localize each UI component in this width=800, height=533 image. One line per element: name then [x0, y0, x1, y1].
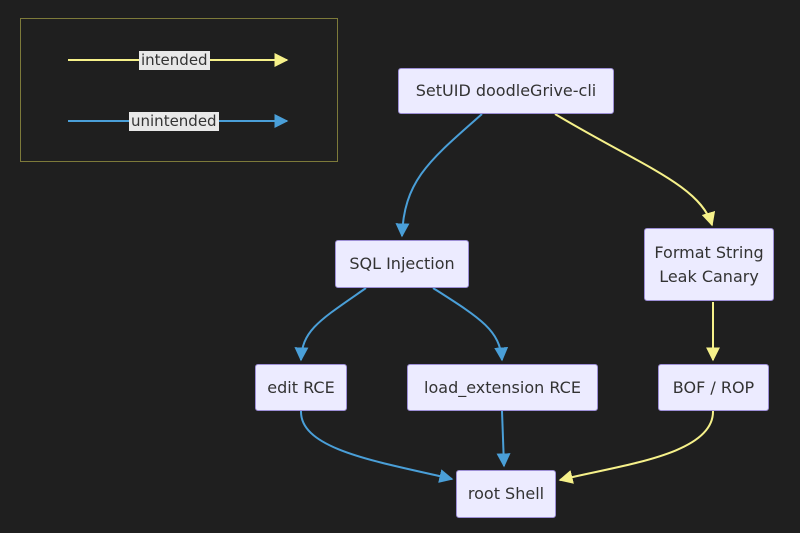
edge-setuid-to-format-string: [554, 113, 716, 227]
node-setuid-label: SetUID doodleGrive-cli: [415, 81, 597, 100]
node-format-string: Format String Leak Canary: [644, 228, 774, 301]
node-edit-rce: edit RCE: [255, 364, 347, 411]
edge-load-ext-to-root: [496, 410, 511, 468]
edge-setuid-to-sqli: [395, 113, 483, 238]
edge-edit-rce-to-root: [299, 410, 454, 483]
legend: [20, 18, 338, 162]
legend-unintended-label: unintended: [129, 112, 219, 131]
node-bof-rop: BOF / ROP: [658, 364, 769, 411]
edge-bof-to-root: [558, 410, 715, 484]
node-format-string-label: Format String Leak Canary: [654, 242, 764, 286]
node-root-shell-label: root Shell: [467, 484, 545, 503]
edge-sqli-to-edit-rce: [294, 287, 367, 362]
node-setuid: SetUID doodleGrive-cli: [398, 68, 614, 114]
node-sql-injection-label: SQL Injection: [349, 254, 455, 273]
legend-intended-label: intended: [139, 51, 210, 70]
node-load-extension-rce: load_extension RCE: [407, 364, 598, 411]
node-edit-rce-label: edit RCE: [267, 377, 335, 397]
node-sql-injection: SQL Injection: [335, 240, 469, 288]
node-root-shell: root Shell: [456, 470, 556, 518]
node-bof-rop-label: BOF / ROP: [672, 377, 755, 397]
node-load-extension-rce-label: load_extension RCE: [424, 377, 581, 397]
edge-sqli-to-load-ext: [432, 287, 509, 362]
